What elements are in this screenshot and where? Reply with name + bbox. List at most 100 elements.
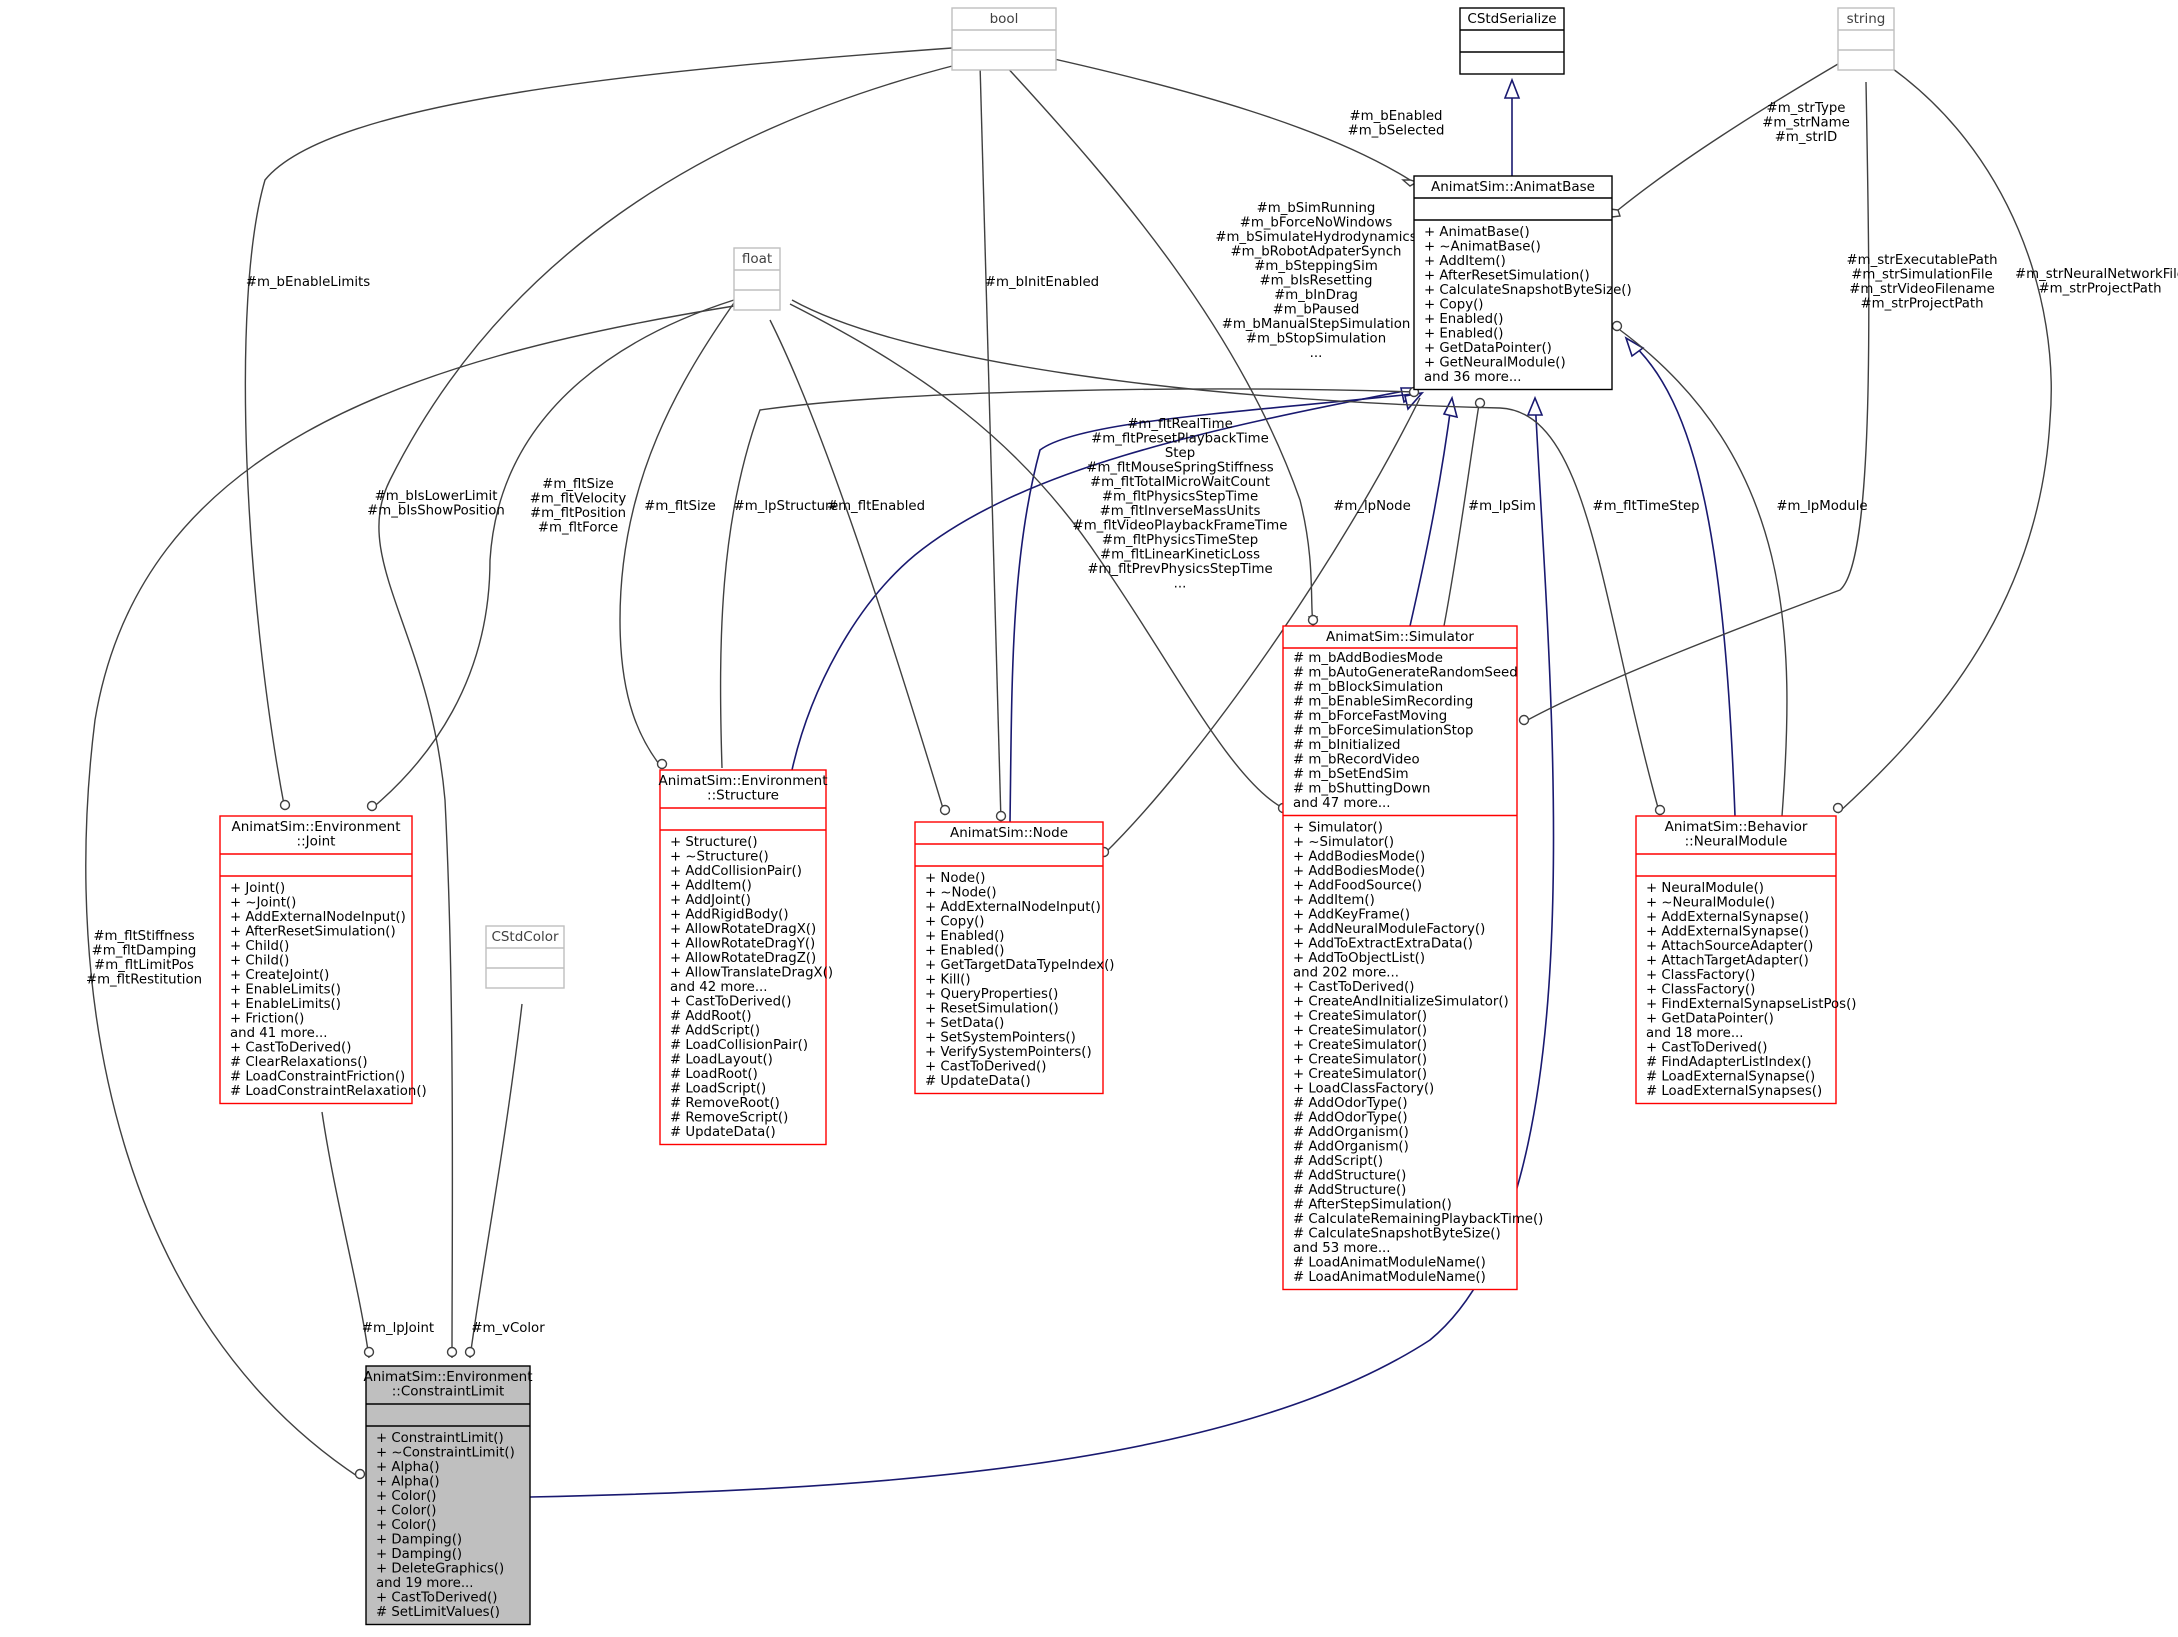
edge-animatbase-to-neuralmodule xyxy=(1625,337,1736,817)
class-method: + EnableLimits() xyxy=(230,997,341,1012)
class-node-float[interactable]: float xyxy=(733,247,781,311)
edge-label-line: #m_bPaused xyxy=(1273,303,1360,318)
class-title: AnimatSim::Node xyxy=(950,825,1068,841)
edge-label-line: #m_strSimulationFile xyxy=(1851,268,1992,283)
class-method: + CastToDerived() xyxy=(376,1591,497,1606)
class-title: CStdColor xyxy=(491,929,559,945)
edges xyxy=(85,47,2052,1498)
edge-label-line: #m_fltSize xyxy=(644,499,716,514)
composition-diamond xyxy=(464,1346,476,1358)
edge-animatbase-to-simulator xyxy=(1409,397,1453,627)
class-method: + AddToObjectList() xyxy=(1293,951,1425,966)
class-method: # FindAdapterListIndex() xyxy=(1646,1055,1812,1070)
edge-label: #m_lpSim xyxy=(1468,499,1536,514)
edge-string-to-animatbase xyxy=(1617,63,1839,211)
class-method: + SetData() xyxy=(925,1016,1004,1031)
class-method: + GetTargetDataTypeIndex() xyxy=(925,958,1114,973)
class-title: bool xyxy=(990,11,1019,27)
class-method: + CreateSimulator() xyxy=(1293,1024,1427,1039)
class-attribute: # m_bForceSimulationStop xyxy=(1293,724,1473,739)
edge-label: #m_lpJoint xyxy=(362,1321,434,1336)
edge-bool-to-node xyxy=(979,63,1002,823)
class-attribute: and 47 more... xyxy=(1293,796,1391,811)
edge-label: #m_bSimRunning#m_bForceNoWindows#m_bSimu… xyxy=(1215,201,1416,361)
edge-animatbase-to-node xyxy=(1009,392,1423,823)
class-method: + Damping() xyxy=(376,1533,462,1548)
class-method: # LoadExternalSynapses() xyxy=(1646,1084,1822,1099)
class-method: + CreateSimulator() xyxy=(1293,1038,1427,1053)
class-method: # UpdateData() xyxy=(925,1074,1031,1089)
class-method: + Structure() xyxy=(670,835,758,850)
class-node-structure[interactable]: AnimatSim::Environment::Structure+ Struc… xyxy=(658,769,833,1146)
class-method: + AddNeuralModuleFactory() xyxy=(1293,922,1485,937)
class-node-cstdcolor[interactable]: CStdColor xyxy=(485,925,565,989)
edge-label-line: #m_bSimRunning xyxy=(1257,201,1376,216)
edge-label-line: #m_strType xyxy=(1767,101,1846,116)
class-method: + AttachSourceAdapter() xyxy=(1646,939,1813,954)
class-method: + Color() xyxy=(376,1518,436,1533)
edge-label: #m_fltStiffness#m_fltDamping#m_fltLimitP… xyxy=(86,929,202,988)
class-method: + Node() xyxy=(925,871,985,886)
edge-string-to-neuralmodule xyxy=(1837,63,2052,814)
edge-label-line: #m_bIsLowerLimit xyxy=(375,489,498,504)
composition-diamond xyxy=(354,1468,366,1480)
edge-label-line: Step xyxy=(1165,446,1195,461)
class-node-bool[interactable]: bool xyxy=(951,7,1057,71)
class-node-node[interactable]: AnimatSim::Node+ Node()+ ~Node()+ AddExt… xyxy=(914,821,1114,1095)
class-box xyxy=(733,247,781,311)
class-attribute: # m_bAddBodiesMode xyxy=(1293,651,1443,666)
class-method: + DeleteGraphics() xyxy=(376,1562,504,1577)
edge-label-line: #m_fltStiffness xyxy=(93,929,194,944)
class-node-constraintlimit[interactable]: AnimatSim::Environment::ConstraintLimit+… xyxy=(363,1365,533,1626)
class-method: # AfterStepSimulation() xyxy=(1293,1198,1452,1213)
edge-label-line: #m_strID xyxy=(1775,130,1838,145)
class-method: # AddRoot() xyxy=(670,1009,752,1024)
class-box xyxy=(485,925,565,989)
class-method: # LoadCollisionPair() xyxy=(670,1038,808,1053)
class-node-cstdserialize[interactable]: CStdSerialize xyxy=(1459,7,1565,75)
class-method: + AddExternalSynapse() xyxy=(1646,925,1809,940)
class-node-animatbase[interactable]: AnimatSim::AnimatBase+ AnimatBase()+ ~An… xyxy=(1413,175,1632,391)
class-title: ::Joint xyxy=(297,834,336,850)
class-method: + ~NeuralModule() xyxy=(1646,896,1775,911)
edge-label: #m_strType#m_strName#m_strID xyxy=(1762,101,1850,145)
edge-label: #m_lpNode xyxy=(1333,499,1411,514)
edge-label-line: #m_fltRealTime xyxy=(1127,417,1233,432)
edge-label-line: #m_bInDrag xyxy=(1274,288,1358,303)
class-method: + AddItem() xyxy=(670,879,752,894)
class-node-neuralmodule[interactable]: AnimatSim::Behavior::NeuralModule+ Neura… xyxy=(1635,815,1856,1105)
class-method: + AddItem() xyxy=(1293,893,1375,908)
edge-label-line: #m_lpModule xyxy=(1776,499,1867,514)
class-method: # AddOrganism() xyxy=(1293,1140,1409,1155)
class-node-joint[interactable]: AnimatSim::Environment::Joint+ Joint()+ … xyxy=(219,815,427,1105)
class-attribute: # m_bBlockSimulation xyxy=(1293,680,1443,695)
class-attribute: # m_bEnableSimRecording xyxy=(1293,695,1473,710)
class-title: ::Structure xyxy=(707,788,779,804)
edge-cstdcolor-to-constraintlimit xyxy=(469,1003,523,1359)
class-method: + Copy() xyxy=(1424,298,1483,313)
edge-label-line: #m_fltLimitPos xyxy=(94,958,194,973)
edge-label-line: #m_fltTotalMicroWaitCount xyxy=(1090,475,1270,490)
class-method: + AddKeyFrame() xyxy=(1293,908,1410,923)
edge-label-line: #m_bEnableLimits xyxy=(246,275,370,290)
class-method: # AddScript() xyxy=(670,1024,760,1039)
class-box xyxy=(1837,7,1895,71)
class-node-string[interactable]: string xyxy=(1837,7,1895,71)
edge-bool-to-simulator xyxy=(1003,63,1314,627)
edge-label-line: #m_strExecutablePath xyxy=(1846,253,1997,268)
class-box xyxy=(659,769,827,1146)
class-method: + CreateJoint() xyxy=(230,968,329,983)
class-method: + QueryProperties() xyxy=(925,987,1058,1002)
edge-simulator-to-animatbase xyxy=(1443,397,1481,627)
class-method: + AllowRotateDragX() xyxy=(670,922,816,937)
class-title: float xyxy=(742,251,772,267)
class-node-simulator[interactable]: AnimatSim::Simulator# m_bAddBodiesMode# … xyxy=(1282,625,1543,1291)
class-method: # LoadRoot() xyxy=(670,1067,758,1082)
class-box xyxy=(1413,175,1613,391)
edge-label-line: #m_fltPhysicsStepTime xyxy=(1102,490,1258,505)
class-method: # SetLimitValues() xyxy=(376,1605,500,1620)
class-title: CStdSerialize xyxy=(1467,11,1556,27)
class-method: # ClearRelaxations() xyxy=(230,1055,368,1070)
class-method: + CastToDerived() xyxy=(670,995,791,1010)
class-method: + SetSystemPointers() xyxy=(925,1031,1076,1046)
